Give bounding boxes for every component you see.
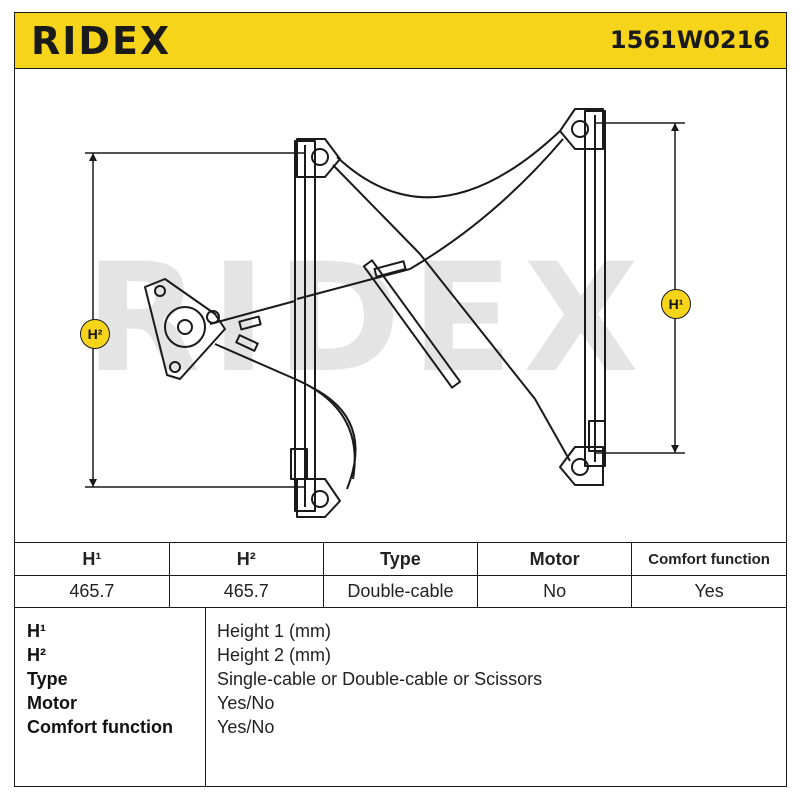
technical-drawing: RIDEX (15, 69, 786, 542)
legend-value: Height 1 (mm) (217, 621, 332, 641)
part-number: 1561W0216 (609, 26, 770, 54)
diagonal-sleeve (362, 259, 462, 389)
spec-header-row: H¹ H² Type Motor Comfort function (15, 542, 786, 576)
cable-sleeve-upper (373, 260, 407, 278)
pulley-top-left (296, 138, 341, 178)
header-h1: H¹ (15, 542, 170, 576)
legend-key: Type (27, 669, 68, 689)
badge-h2: H² (80, 319, 110, 349)
left-rail (294, 140, 316, 512)
cable-upper-link (209, 300, 296, 325)
header-bar: RIDEX 1561W0216 (15, 13, 786, 69)
legend-row: H² Height 2 (mm) (15, 643, 786, 667)
cable-drum (164, 306, 206, 348)
window-regulator-drawing (85, 108, 685, 518)
value-h2: 465.7 (168, 575, 324, 608)
legend-key: H¹ (27, 621, 46, 641)
legend-divider (205, 607, 206, 787)
brand-logo: RIDEX (31, 19, 172, 63)
legend-row: Motor Yes/No (15, 691, 786, 715)
legend-key: Comfort function (27, 717, 173, 737)
spec-value-row: 465.7 465.7 Double-cable No Yes (15, 575, 786, 608)
legend-row: H¹ Height 1 (mm) (15, 619, 786, 643)
value-type: Double-cable (322, 575, 479, 608)
value-comfort-function: Yes (631, 575, 786, 608)
curved-cable (336, 130, 561, 199)
spec-table: H¹ H² Type Motor Comfort function 465.7 … (15, 542, 786, 608)
legend-key: H² (27, 645, 46, 665)
pulley-bottom-left (296, 478, 341, 518)
right-rail (584, 110, 606, 467)
header-h2: H² (168, 542, 324, 576)
product-sheet: RIDEX 1561W0216 RIDEX (14, 12, 787, 787)
slider-right (588, 420, 606, 452)
legend: H¹ Height 1 (mm) H² Height 2 (mm) Type S… (15, 607, 786, 787)
cable-lower-link (214, 343, 296, 380)
pulley-top-right (559, 108, 604, 150)
drum-housing (144, 278, 226, 380)
diagonal-cable-lower (332, 164, 571, 462)
slider-left (290, 448, 308, 480)
value-motor: No (477, 575, 633, 608)
legend-value: Height 2 (mm) (217, 645, 332, 665)
legend-key: Motor (27, 693, 77, 713)
watermark: RIDEX (85, 232, 649, 406)
header-motor: Motor (477, 542, 633, 576)
legend-value: Yes/No (217, 717, 275, 737)
tensioner-lower (235, 334, 259, 352)
legend-row: Comfort function Yes/No (15, 715, 786, 739)
legend-value: Yes/No (217, 693, 275, 713)
tensioner-upper (238, 315, 262, 331)
header-comfort-function: Comfort function (631, 542, 786, 576)
value-h1: 465.7 (15, 575, 170, 608)
pulley-bottom-right (559, 446, 604, 486)
legend-value: Single-cable or Double-cable or Scissors (217, 669, 543, 689)
legend-row: Type Single-cable or Double-cable or Sci… (15, 667, 786, 691)
badge-h1: H¹ (661, 289, 691, 319)
header-type: Type (322, 542, 479, 576)
